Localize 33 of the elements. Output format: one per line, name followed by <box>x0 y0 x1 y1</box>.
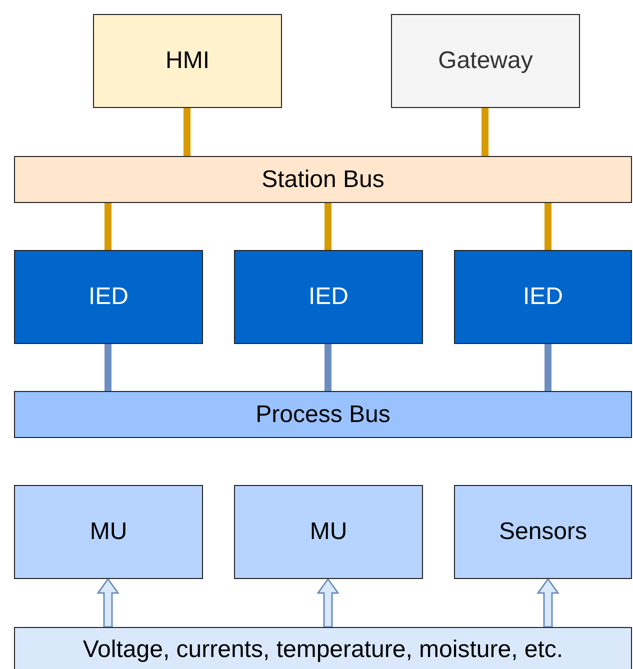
measurements-bar <box>14 627 632 669</box>
block-arrow <box>316 578 340 628</box>
bus-connector <box>184 108 190 156</box>
node-label: Process Bus <box>256 400 390 428</box>
node-label: MU <box>90 518 128 546</box>
bus-connector <box>482 108 488 156</box>
ied-box <box>14 250 203 344</box>
gateway-box <box>391 14 580 108</box>
merging-unit-box <box>234 485 423 579</box>
bus-connector <box>324 344 332 391</box>
merging-unit-box <box>14 485 203 579</box>
node-label: MU <box>310 518 348 546</box>
bus-connector <box>104 344 112 391</box>
node-label: Gateway <box>438 47 533 75</box>
bus-connector <box>104 203 112 250</box>
node-label: IED <box>522 283 563 311</box>
node-label: IED <box>308 283 348 311</box>
process-bus-bar <box>14 391 632 438</box>
ied-box <box>454 250 632 344</box>
hmi-box <box>93 14 282 108</box>
node-label: Station Bus <box>262 166 384 194</box>
ied-box <box>234 250 423 344</box>
node-label: IED <box>88 283 128 311</box>
bus-connector <box>544 203 552 250</box>
bus-connector <box>544 344 552 391</box>
node-label: Voltage, currents, temperature, moisture, etc. <box>82 636 564 664</box>
sensors-box <box>454 485 632 579</box>
node-label: HMI <box>166 47 210 75</box>
station-bus-bar <box>14 156 632 203</box>
node-label: Sensors <box>498 518 588 546</box>
bus-connector <box>324 203 332 250</box>
block-arrow <box>96 578 120 628</box>
block-arrow <box>536 578 560 628</box>
